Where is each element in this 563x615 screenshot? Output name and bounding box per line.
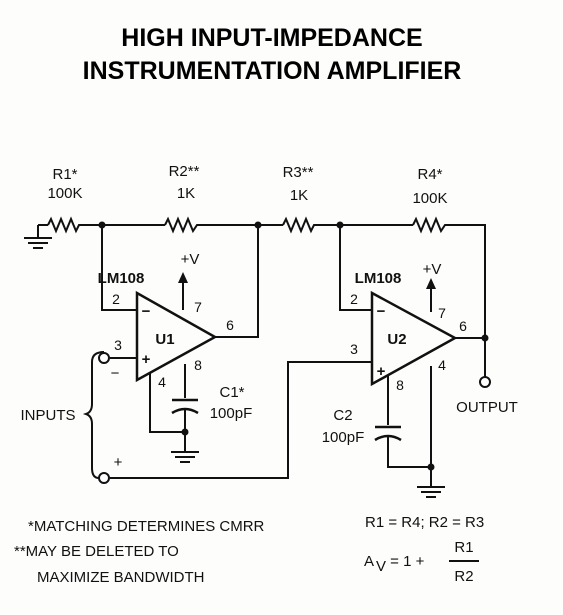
c1-name: C1* — [219, 384, 244, 401]
resistor-r2 — [164, 216, 200, 234]
u1-gnd-wire — [149, 372, 185, 433]
note-cmrr: *MATCHING DETERMINES CMRR — [28, 518, 265, 535]
ground-icon-u1 — [171, 451, 199, 463]
u2-plus-sign: + — [377, 363, 386, 380]
gain-numerator: R1 — [454, 539, 473, 556]
u1-pin-3: 3 — [114, 337, 122, 353]
u2-inverting-wire — [339, 225, 372, 311]
c2-lower-wire — [387, 437, 431, 468]
r2-value: 1K — [177, 185, 195, 202]
u2-pin-8: 8 — [396, 377, 404, 393]
input-minus-terminal[interactable] — [98, 352, 110, 364]
r4-name: R4* — [417, 166, 442, 183]
junction-dot — [427, 463, 435, 471]
arrow-up-icon — [178, 272, 188, 283]
u2-pin-6: 6 — [459, 318, 467, 334]
r1-value: 100K — [47, 185, 82, 202]
u2-part: LM108 — [355, 270, 402, 287]
u2-pin-3: 3 — [350, 341, 358, 357]
title-line-1: HIGH INPUT-IMPEDANCE — [121, 24, 422, 52]
u1-pin-6: 6 — [226, 317, 234, 333]
title-line-2: INSTRUMENTATION AMPLIFIER — [83, 57, 462, 85]
output-label: OUTPUT — [456, 399, 518, 416]
opamp-u1 — [135, 290, 218, 383]
u2-supply-label: +V — [423, 261, 442, 278]
r3-name: R3** — [283, 164, 314, 181]
u1-pin-2: 2 — [112, 291, 120, 307]
resistor-r1 — [47, 216, 82, 234]
u1-part: LM108 — [98, 270, 145, 287]
gain-mid: = 1 + — [386, 553, 429, 570]
top-wire — [38, 224, 486, 340]
ground-icon-left — [24, 225, 52, 249]
c2-name: C2 — [333, 407, 352, 424]
gain-symbol: A — [364, 553, 374, 570]
note-bandwidth-1: **MAY BE DELETED TO — [14, 543, 179, 560]
inputs-brace — [82, 351, 105, 479]
gain-denominator: R2 — [454, 568, 473, 585]
r3-value: 1K — [290, 187, 308, 204]
u2-pin-7: 7 — [438, 305, 446, 321]
u1-pin-8: 8 — [194, 357, 202, 373]
note-bandwidth-2: MAXIMIZE BANDWIDTH — [37, 569, 205, 586]
u2-name: U2 — [387, 331, 406, 348]
opamp-u2 — [370, 290, 458, 387]
u1-minus-sign: − — [142, 303, 151, 320]
u2-pin-4: 4 — [438, 357, 446, 373]
junction-dot — [181, 428, 189, 436]
inputs-label: INPUTS — [20, 407, 75, 424]
u2-noninverting-wire — [110, 361, 372, 479]
u1-name: U1 — [155, 331, 174, 348]
matching-equation: R1 = R4; R2 = R3 — [365, 514, 484, 531]
capacitor-c2 — [374, 425, 402, 442]
output-terminal[interactable] — [479, 376, 491, 388]
c2-value: 100pF — [322, 429, 365, 446]
input-minus-label: − — [111, 365, 120, 382]
u1-pin-4: 4 — [158, 374, 166, 390]
r1-name: R1* — [52, 166, 77, 183]
c1-value: 100pF — [210, 405, 253, 422]
u1-plus-sign: + — [142, 351, 151, 368]
resistor-r3 — [282, 216, 317, 234]
u2-pin-2: 2 — [350, 291, 358, 307]
u2-minus-sign: − — [377, 303, 386, 320]
input-plus-label: + — [114, 454, 123, 471]
arrow-up-icon — [426, 278, 436, 289]
gain-equation: A V = 1 + R1 R2 — [364, 539, 479, 585]
r4-value: 100K — [412, 190, 447, 207]
u1-inverting-wire — [101, 225, 137, 311]
capacitor-c1 — [171, 398, 199, 415]
u1-supply-label: +V — [181, 251, 200, 268]
ground-icon-u2 — [417, 486, 445, 498]
r2-name: R2** — [169, 163, 200, 180]
gain-subscript: V — [376, 558, 386, 575]
resistor-r4 — [412, 216, 448, 234]
u1-pin-7: 7 — [194, 299, 202, 315]
u1-output-wire — [215, 225, 259, 338]
input-plus-terminal[interactable] — [98, 472, 110, 484]
